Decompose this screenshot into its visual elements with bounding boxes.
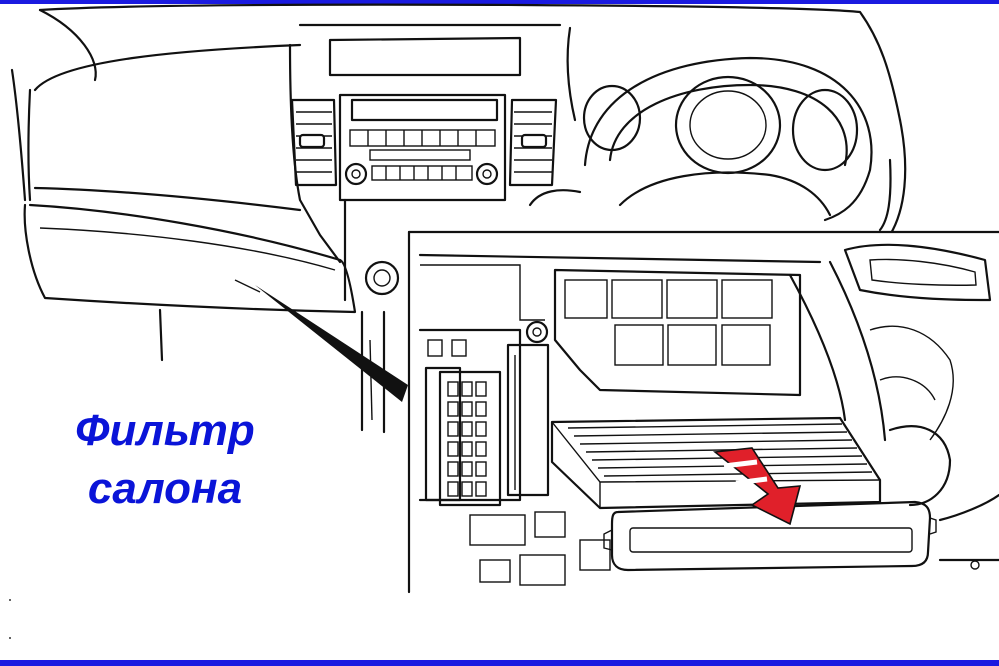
dashboard-drawing — [10, 3, 907, 434]
inset-detail — [407, 230, 999, 594]
caption-line-2: салона — [87, 464, 243, 513]
filter-cover — [610, 500, 932, 572]
pointer-wedge — [255, 285, 408, 402]
pull-out-arrow-icon — [712, 447, 802, 526]
filter-body — [550, 416, 882, 510]
cabin-filter-caption: Фильтр салона — [40, 402, 290, 518]
top-frame-bar — [0, 0, 999, 4]
caption-line-1: Фильтр — [75, 406, 255, 455]
bottom-frame-bar — [0, 660, 999, 666]
